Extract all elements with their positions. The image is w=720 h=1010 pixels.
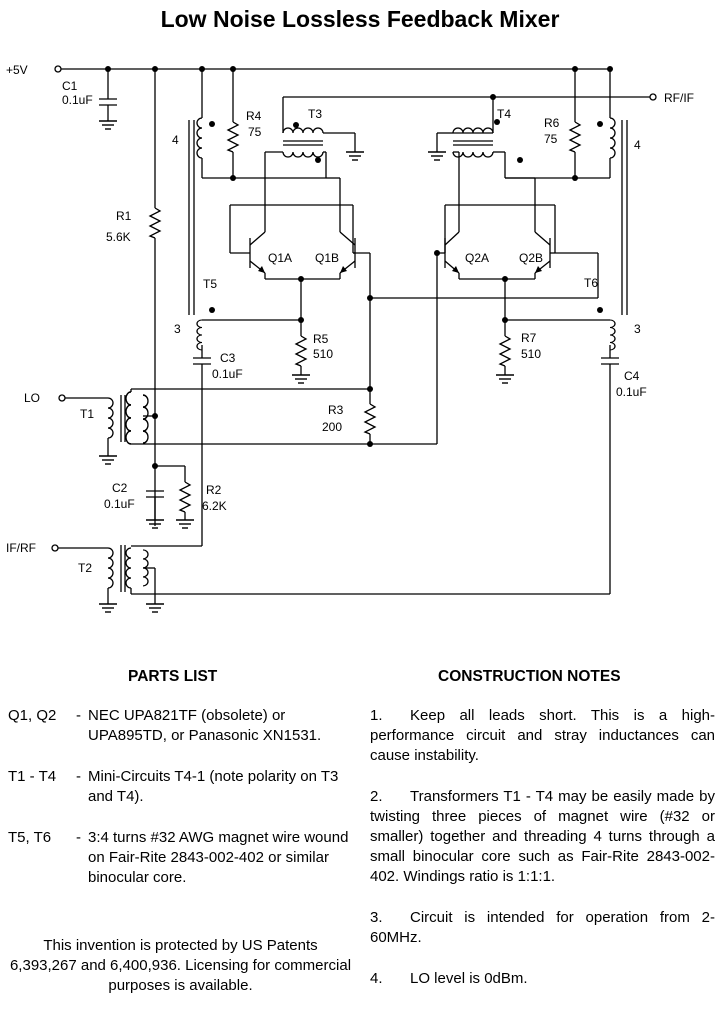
- patent-note: This invention is protected by US Patent…: [9, 937, 352, 994]
- parts-list: Q1, Q2 - NEC UPA821TF (obsolete) or UPA8…: [8, 706, 353, 909]
- capacitor-c3: C3 0.1uF: [193, 351, 243, 546]
- svg-text:T4: T4: [497, 107, 511, 121]
- svg-text:Q1A: Q1A: [268, 251, 292, 265]
- transistor-q1: Q1A Q1B: [229, 152, 356, 282]
- resistor-r3: R3 200: [322, 403, 376, 444]
- svg-text:T5: T5: [203, 277, 217, 291]
- svg-text:C4: C4: [624, 369, 640, 383]
- if-rf-port-t2: IF/RF T2: [6, 541, 202, 613]
- svg-text:R3: R3: [328, 403, 344, 417]
- svg-text:IF/RF: IF/RF: [6, 541, 36, 555]
- svg-text:75: 75: [248, 125, 262, 139]
- svg-text:C3: C3: [220, 351, 236, 365]
- svg-text:0.1uF: 0.1uF: [104, 497, 135, 511]
- svg-text:R6: R6: [544, 116, 560, 130]
- svg-text:3: 3: [174, 322, 181, 336]
- coil-t5-secondary: T5 3: [174, 277, 304, 351]
- svg-text:C1: C1: [62, 79, 78, 93]
- svg-text:LO: LO: [24, 391, 40, 405]
- list-item: T5, T6 - 3:4 turns #32 AWG magnet wire w…: [8, 829, 349, 886]
- schematic-diagram: +5V C1 0.1uF R1 5.6K 4 R4 75: [6, 63, 694, 613]
- svg-text:5.6K: 5.6K: [106, 230, 131, 244]
- coil-t5-primary: 4: [172, 69, 215, 178]
- svg-text:0.1uF: 0.1uF: [62, 93, 93, 107]
- construction-notes-heading: CONSTRUCTION NOTES: [438, 668, 621, 685]
- list-item: 1.Keep all leads short. This is a high-p…: [370, 707, 715, 764]
- svg-text:C2: C2: [112, 481, 128, 495]
- list-item: Q1, Q2 - NEC UPA821TF (obsolete) or UPA8…: [8, 707, 322, 744]
- svg-text:Q2A: Q2A: [465, 251, 489, 265]
- list-item: T1 - T4 - Mini-Circuits T4-1 (note polar…: [8, 768, 339, 805]
- capacitor-c4: C4 0.1uF: [131, 357, 647, 595]
- resistor-r2: R2 6.2K: [175, 466, 227, 529]
- resistor-r7: R7 510: [495, 320, 541, 384]
- svg-text:510: 510: [521, 347, 541, 361]
- parts-list-heading: PARTS LIST: [128, 668, 218, 685]
- svg-text:0.1uF: 0.1uF: [212, 367, 243, 381]
- svg-text:R2: R2: [206, 483, 222, 497]
- svg-text:R4: R4: [246, 109, 262, 123]
- supply-rail: +5V: [6, 63, 613, 77]
- svg-text:6.2K: 6.2K: [202, 499, 227, 513]
- list-item: 2.Transformers T1 - T4 may be easily mad…: [370, 788, 715, 885]
- transistor-q2: Q2A Q2B: [444, 152, 556, 282]
- list-item: 3.Circuit is intended for operation from…: [370, 909, 715, 946]
- page-title: Low Noise Lossless Feedback Mixer: [160, 6, 560, 32]
- svg-text:RF/IF: RF/IF: [664, 91, 694, 105]
- svg-text:R1: R1: [116, 209, 132, 223]
- coil-t6-primary: 4: [597, 69, 641, 178]
- svg-text:200: 200: [322, 420, 342, 434]
- resistor-r6: R6 75: [544, 69, 581, 178]
- svg-text:4: 4: [634, 138, 641, 152]
- svg-text:510: 510: [313, 347, 333, 361]
- svg-text:T2: T2: [78, 561, 92, 575]
- capacitor-c2: C2 0.1uF: [104, 463, 185, 529]
- list-item: 4.LO level is 0dBm.: [370, 970, 528, 987]
- resistor-r4: R4 75: [227, 69, 262, 178]
- svg-text:3: 3: [634, 322, 641, 336]
- svg-text:T3: T3: [308, 107, 322, 121]
- coil-t6-secondary: T6 3: [502, 276, 641, 351]
- construction-notes: 1.Keep all leads short. This is a high-p…: [370, 706, 715, 1010]
- svg-text:0.1uF: 0.1uF: [616, 385, 647, 399]
- transformer-t4: T4: [427, 97, 523, 178]
- capacitor-c1: C1 0.1uF: [62, 69, 118, 130]
- svg-text:4: 4: [172, 133, 179, 147]
- svg-text:T6: T6: [584, 276, 598, 290]
- svg-text:R5: R5: [313, 332, 329, 346]
- resistor-r1: R1 5.6K: [106, 69, 161, 526]
- svg-text:R7: R7: [521, 331, 537, 345]
- svg-text:75: 75: [544, 132, 558, 146]
- svg-text:Q2B: Q2B: [519, 251, 543, 265]
- svg-text:Q1B: Q1B: [315, 251, 339, 265]
- svg-text:T1: T1: [80, 407, 94, 421]
- rf-if-port: RF/IF: [490, 91, 694, 105]
- lo-port-t1: LO T1: [24, 389, 158, 465]
- vcc-label: +5V: [6, 63, 28, 77]
- resistor-r5: R5 510: [291, 320, 333, 384]
- transformer-t3: T3: [265, 96, 650, 178]
